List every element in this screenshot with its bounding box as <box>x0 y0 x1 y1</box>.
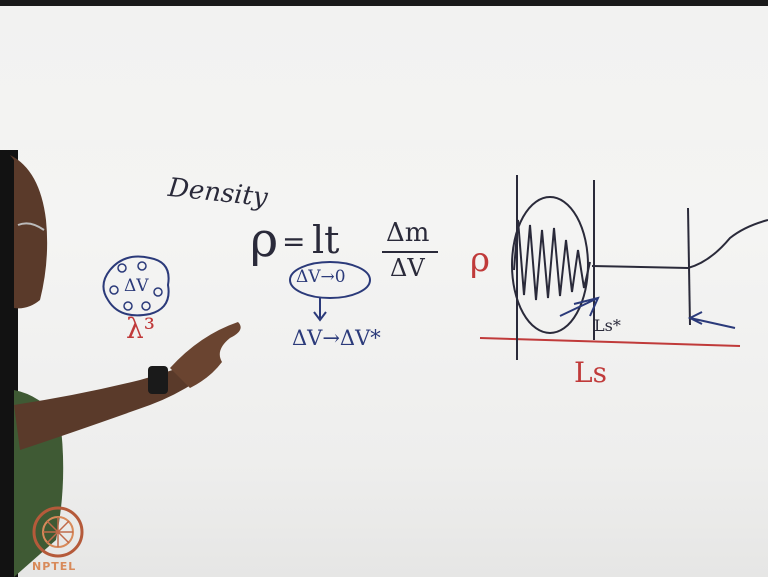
density-graph <box>479 175 768 360</box>
lambda-cubed: λ³ <box>126 312 155 345</box>
fraction-bar <box>382 251 438 253</box>
delta-v: ΔV <box>390 254 425 282</box>
limit-lt: lt <box>312 218 340 262</box>
graph-rho: ρ <box>470 240 490 280</box>
limit-circle <box>289 261 371 299</box>
graph-ls-star: Ls* <box>594 316 621 335</box>
volume-blob <box>102 255 170 317</box>
nptel-logo-text: NPTEL <box>32 560 77 573</box>
arrow-down <box>313 298 327 322</box>
delta-m: Δm <box>386 218 430 248</box>
blob-label: ΔV <box>124 276 149 296</box>
graph-ls: Ls <box>574 356 607 389</box>
lecturer <box>0 150 241 577</box>
limit-star-text: ΔV→ΔV* <box>292 326 381 350</box>
nptel-logo-emblem <box>32 506 84 558</box>
rho-symbol: ρ <box>250 212 279 268</box>
limit-circled-text: ΔV→0 <box>296 267 346 287</box>
equals-sign: = <box>282 225 306 258</box>
